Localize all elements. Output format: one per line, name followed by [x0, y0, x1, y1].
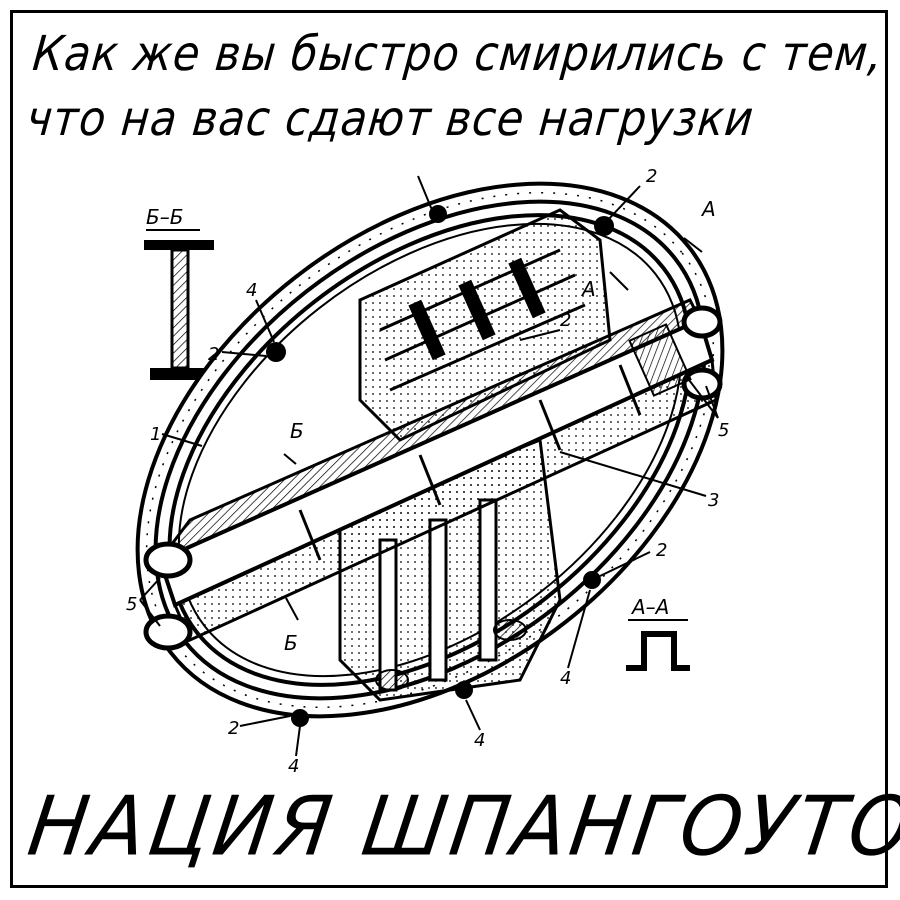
section-bb: Б–Б: [144, 205, 216, 380]
section-aa: А–А: [626, 595, 690, 671]
bottom-title: НАЦИЯ ШПАНГОУТОВ: [22, 780, 900, 875]
ibeam-top-flange: [144, 240, 214, 250]
callout-5-right: 5: [718, 420, 729, 441]
section-bb-label: Б–Б: [146, 205, 183, 229]
view-b-top: Б: [290, 419, 304, 443]
callout-2-mid: 2: [560, 310, 571, 331]
callout-2-bottom: 2: [228, 718, 239, 739]
callout-5-left: 5: [126, 594, 137, 615]
callout-4-right: 4: [560, 668, 571, 689]
callout-2-top: 2: [646, 166, 657, 187]
view-a-top: А: [700, 197, 716, 221]
end-fittings: [143, 305, 723, 651]
callout-3: 3: [708, 490, 719, 511]
callout-1: 1: [150, 424, 161, 445]
hat-profile: [626, 631, 690, 671]
callout-4-bottomleft: 4: [288, 756, 299, 777]
leader-lines: [139, 175, 719, 757]
ibeam-web: [170, 248, 190, 370]
callout-2-right: 2: [656, 540, 667, 561]
callout-4-bottom: 4: [474, 730, 485, 751]
view-b-bottom: Б: [284, 631, 298, 655]
view-a-inner: А: [580, 277, 596, 301]
callout-labels: 2 2 2 4 1 3 2 5 5 4 4 2 4 А А Б Б: [126, 166, 729, 777]
section-aa-label: А–А: [630, 595, 669, 619]
callout-2-left: 2: [208, 344, 219, 365]
callout-4-topleft: 4: [246, 280, 257, 301]
joint-nodes: [266, 205, 614, 727]
cross-beam: [155, 298, 718, 643]
